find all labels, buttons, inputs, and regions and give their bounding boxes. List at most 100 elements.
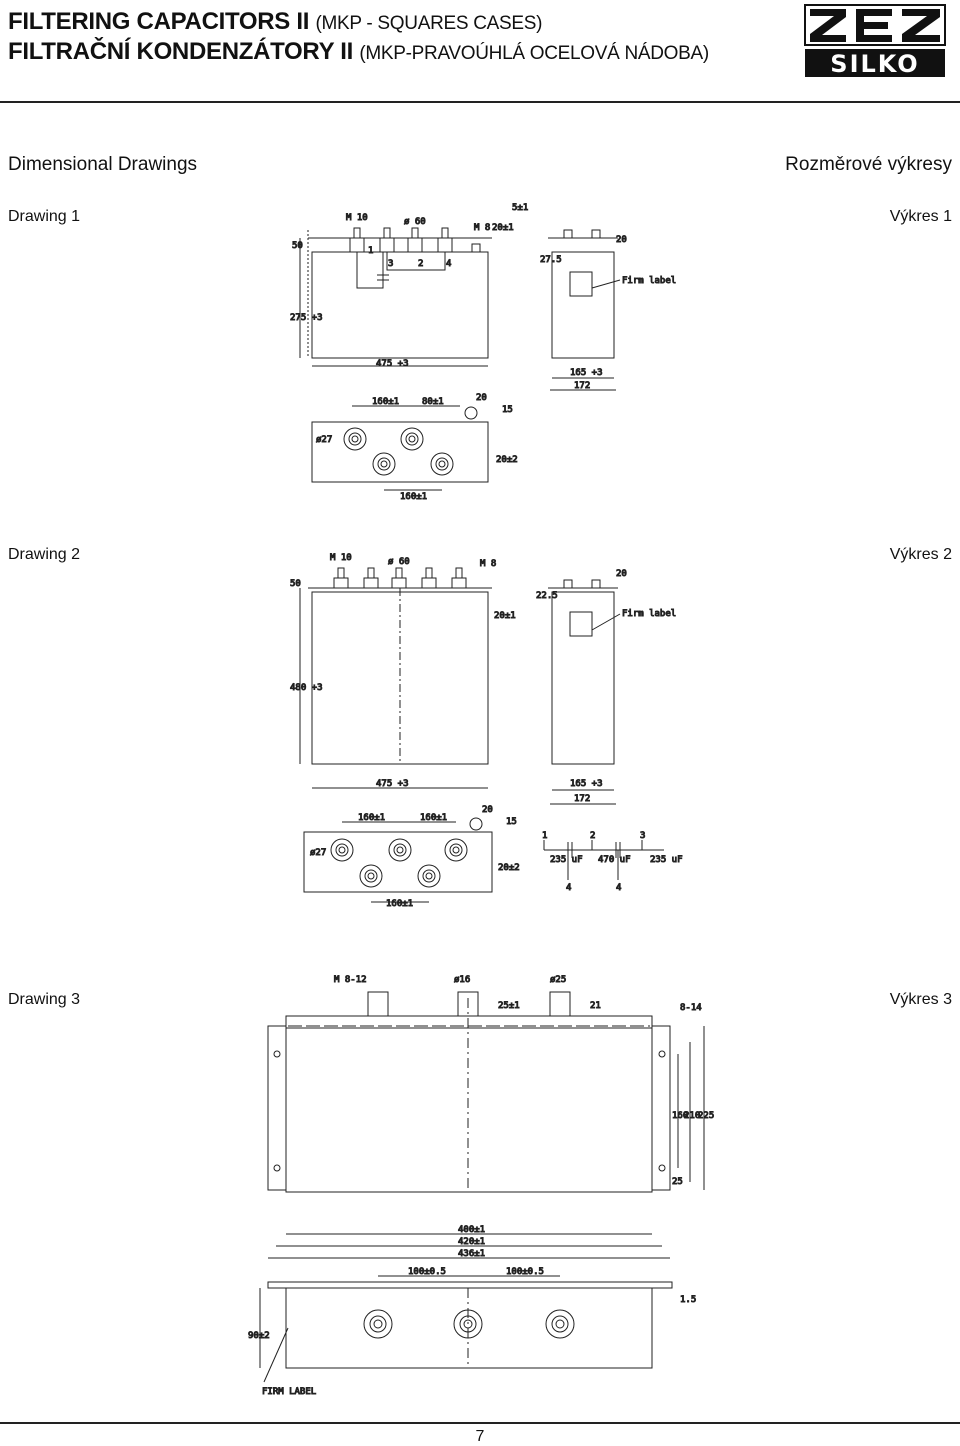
drawing-2-label-cz: Výkres 2 (889, 546, 952, 563)
d2-circuit-node-4a: 4 (566, 883, 571, 893)
title-czech-sub: (MKP-PRAVOÚHLÁ OCELOVÁ NÁDOBA) (359, 43, 709, 64)
d2-circuit-node-4b: 4 (616, 883, 621, 893)
d1-dim-m10: M 10 (346, 213, 368, 223)
d2-dim-width: 475 +3 (376, 779, 409, 789)
d2-circuit-node-2: 2 (590, 831, 595, 841)
d1-dim-160: 160±1 (372, 397, 399, 407)
drawing-3-label: Drawing 3 (8, 991, 81, 1008)
d1-dim-80: 80±1 (422, 397, 444, 407)
d1-firm-label: Firm label (622, 276, 676, 286)
d1-dim-20: 20±1 (492, 223, 514, 233)
d2-dim-m10: M 10 (330, 553, 352, 563)
d3-dim-1-5: 1.5 (680, 1295, 696, 1305)
d2-dim-20: 20±1 (494, 611, 516, 621)
d2-dim-160a: 160±1 (358, 813, 385, 823)
d3-dim-m8-12: M 8-12 (334, 975, 367, 985)
d3-dim-400: 400±1 (458, 1225, 485, 1235)
d1-top-terminals (343, 406, 478, 476)
d3-dim-phi16: ø16 (454, 975, 470, 985)
title-czech-main: FILTRAČNÍ KONDENZÁTORY II (8, 38, 353, 65)
d2-dim-50: 50 (290, 579, 301, 589)
d1-term-2: 2 (418, 259, 423, 269)
drawing-3: M 8-12 ø16 ø25 25±1 21 8-14 160 210 225 … (248, 975, 715, 1398)
d3-dim-phi25: ø25 (550, 975, 566, 985)
d2-case-side (551, 591, 615, 765)
d1-dim-bottom-160: 160±1 (400, 492, 427, 502)
d1-dim-5: 5±1 (512, 203, 528, 213)
d1-dim-height: 275 +3 (290, 313, 323, 323)
title-czech: FILTRAČNÍ KONDENZÁTORY II (MKP-PRAVOÚHLÁ… (8, 38, 709, 66)
d2-dim-20b: 20 (616, 569, 627, 579)
d3-dim-8-14: 8-14 (680, 1003, 702, 1013)
drawing-2: 480 +3 50 M 10 ø 60 M 8 20±1 475 +3 Firm… (290, 553, 684, 910)
d3-dim-21: 21 (590, 1001, 601, 1011)
d1-term-3: 3 (388, 259, 393, 269)
d2-circuit-node-1: 1 (542, 831, 547, 841)
d1-terminals (349, 227, 481, 253)
d2-cap-3: 235 uF (650, 855, 683, 865)
d1-dim-phi27: ø27 (316, 435, 332, 445)
d1-term-4: 4 (446, 259, 451, 269)
d3-dim-210: 210 (684, 1111, 700, 1121)
d3-dim-436: 436±1 (458, 1249, 485, 1259)
d2-dim-22-5: 22.5 (536, 591, 558, 601)
d2-dim-m8: M 8 (480, 559, 496, 569)
drawing-1: 275 +3 50 M 10 ø 60 M 8 20±1 5±1 475 +3 … (290, 203, 677, 503)
drawing-1-label: Drawing 1 (8, 208, 81, 225)
d1-case-side (551, 251, 615, 359)
d2-dim-phi27: ø27 (310, 848, 326, 858)
d1-term-1: 1 (368, 246, 373, 256)
drawing-1-label-cz: Výkres 1 (889, 208, 952, 225)
d1-dim-50: 50 (292, 241, 303, 251)
drawing-2-label: Drawing 2 (8, 546, 81, 563)
section-title-czech: Rozměrové výkresy (785, 154, 952, 175)
d3-dim-90pm2: 90±2 (248, 1331, 270, 1341)
title-english: FILTERING CAPACITORS II (MKP - SQUARES C… (8, 8, 542, 36)
d1-dim-165: 165 +3 (570, 368, 603, 378)
d3-dim-420: 420±1 (458, 1237, 485, 1247)
d2-top-terminals (330, 817, 483, 888)
d3-dim-25pm1: 25±1 (498, 1001, 520, 1011)
d1-dim-p20: 20 (476, 393, 487, 403)
d3-top-terminals (363, 1309, 575, 1339)
d2-cap-1: 235 uF (550, 855, 583, 865)
d2-circuit-node-3: 3 (640, 831, 645, 841)
d1-firm-label-box (569, 271, 593, 297)
footer-rule (0, 1422, 960, 1424)
d2-circuit-schematic (543, 840, 664, 880)
d1-dim-172: 172 (574, 381, 590, 391)
d3-case-top (285, 1287, 653, 1369)
d1-case-top (311, 421, 489, 483)
d2-dim-165: 165 +3 (570, 779, 603, 789)
d2-dim-172: 172 (574, 794, 590, 804)
d2-dim-160b: 160±1 (420, 813, 447, 823)
section-title-english: Dimensional Drawings (8, 154, 198, 175)
d1-dim-20pm2: 20±2 (496, 455, 518, 465)
d2-cap-2: 470 uF (598, 855, 631, 865)
d1-dim-width: 475 +3 (376, 359, 409, 369)
logo-silko-text: SILKO (830, 50, 919, 78)
d1-dim-phi60: ø 60 (404, 217, 426, 227)
d3-firm-label: FIRM LABEL (262, 1387, 316, 1397)
header-rule (0, 101, 960, 103)
d3-dim-25: 25 (672, 1177, 683, 1187)
d3-dim-100a: 100±0.5 (408, 1267, 446, 1277)
d1-dim-m8: M 8 (474, 223, 490, 233)
d2-firm-label-box (569, 611, 593, 637)
title-english-main: FILTERING CAPACITORS II (8, 8, 310, 35)
d1-dim-p15: 15 (502, 405, 513, 415)
d2-dim-p20: 20 (482, 805, 493, 815)
d2-dim-bottom-160: 160±1 (386, 899, 413, 909)
d2-case-top (303, 831, 493, 893)
d3-dim-225: 225 (698, 1111, 714, 1121)
d2-dim-height: 480 +3 (290, 683, 323, 693)
drawing-3-label-cz: Výkres 3 (889, 991, 952, 1008)
d1-dim-27-5: 27.5 (540, 255, 562, 265)
d2-firm-label: Firm label (622, 609, 676, 619)
d2-terminals (333, 567, 467, 589)
d2-dim-phi60: ø 60 (388, 557, 410, 567)
d1-dim-20b: 20 (616, 235, 627, 245)
title-english-sub: (MKP - SQUARES CASES) (315, 13, 543, 34)
d2-dim-p15: 15 (506, 817, 517, 827)
d2-dim-20pm2: 20±2 (498, 863, 520, 873)
